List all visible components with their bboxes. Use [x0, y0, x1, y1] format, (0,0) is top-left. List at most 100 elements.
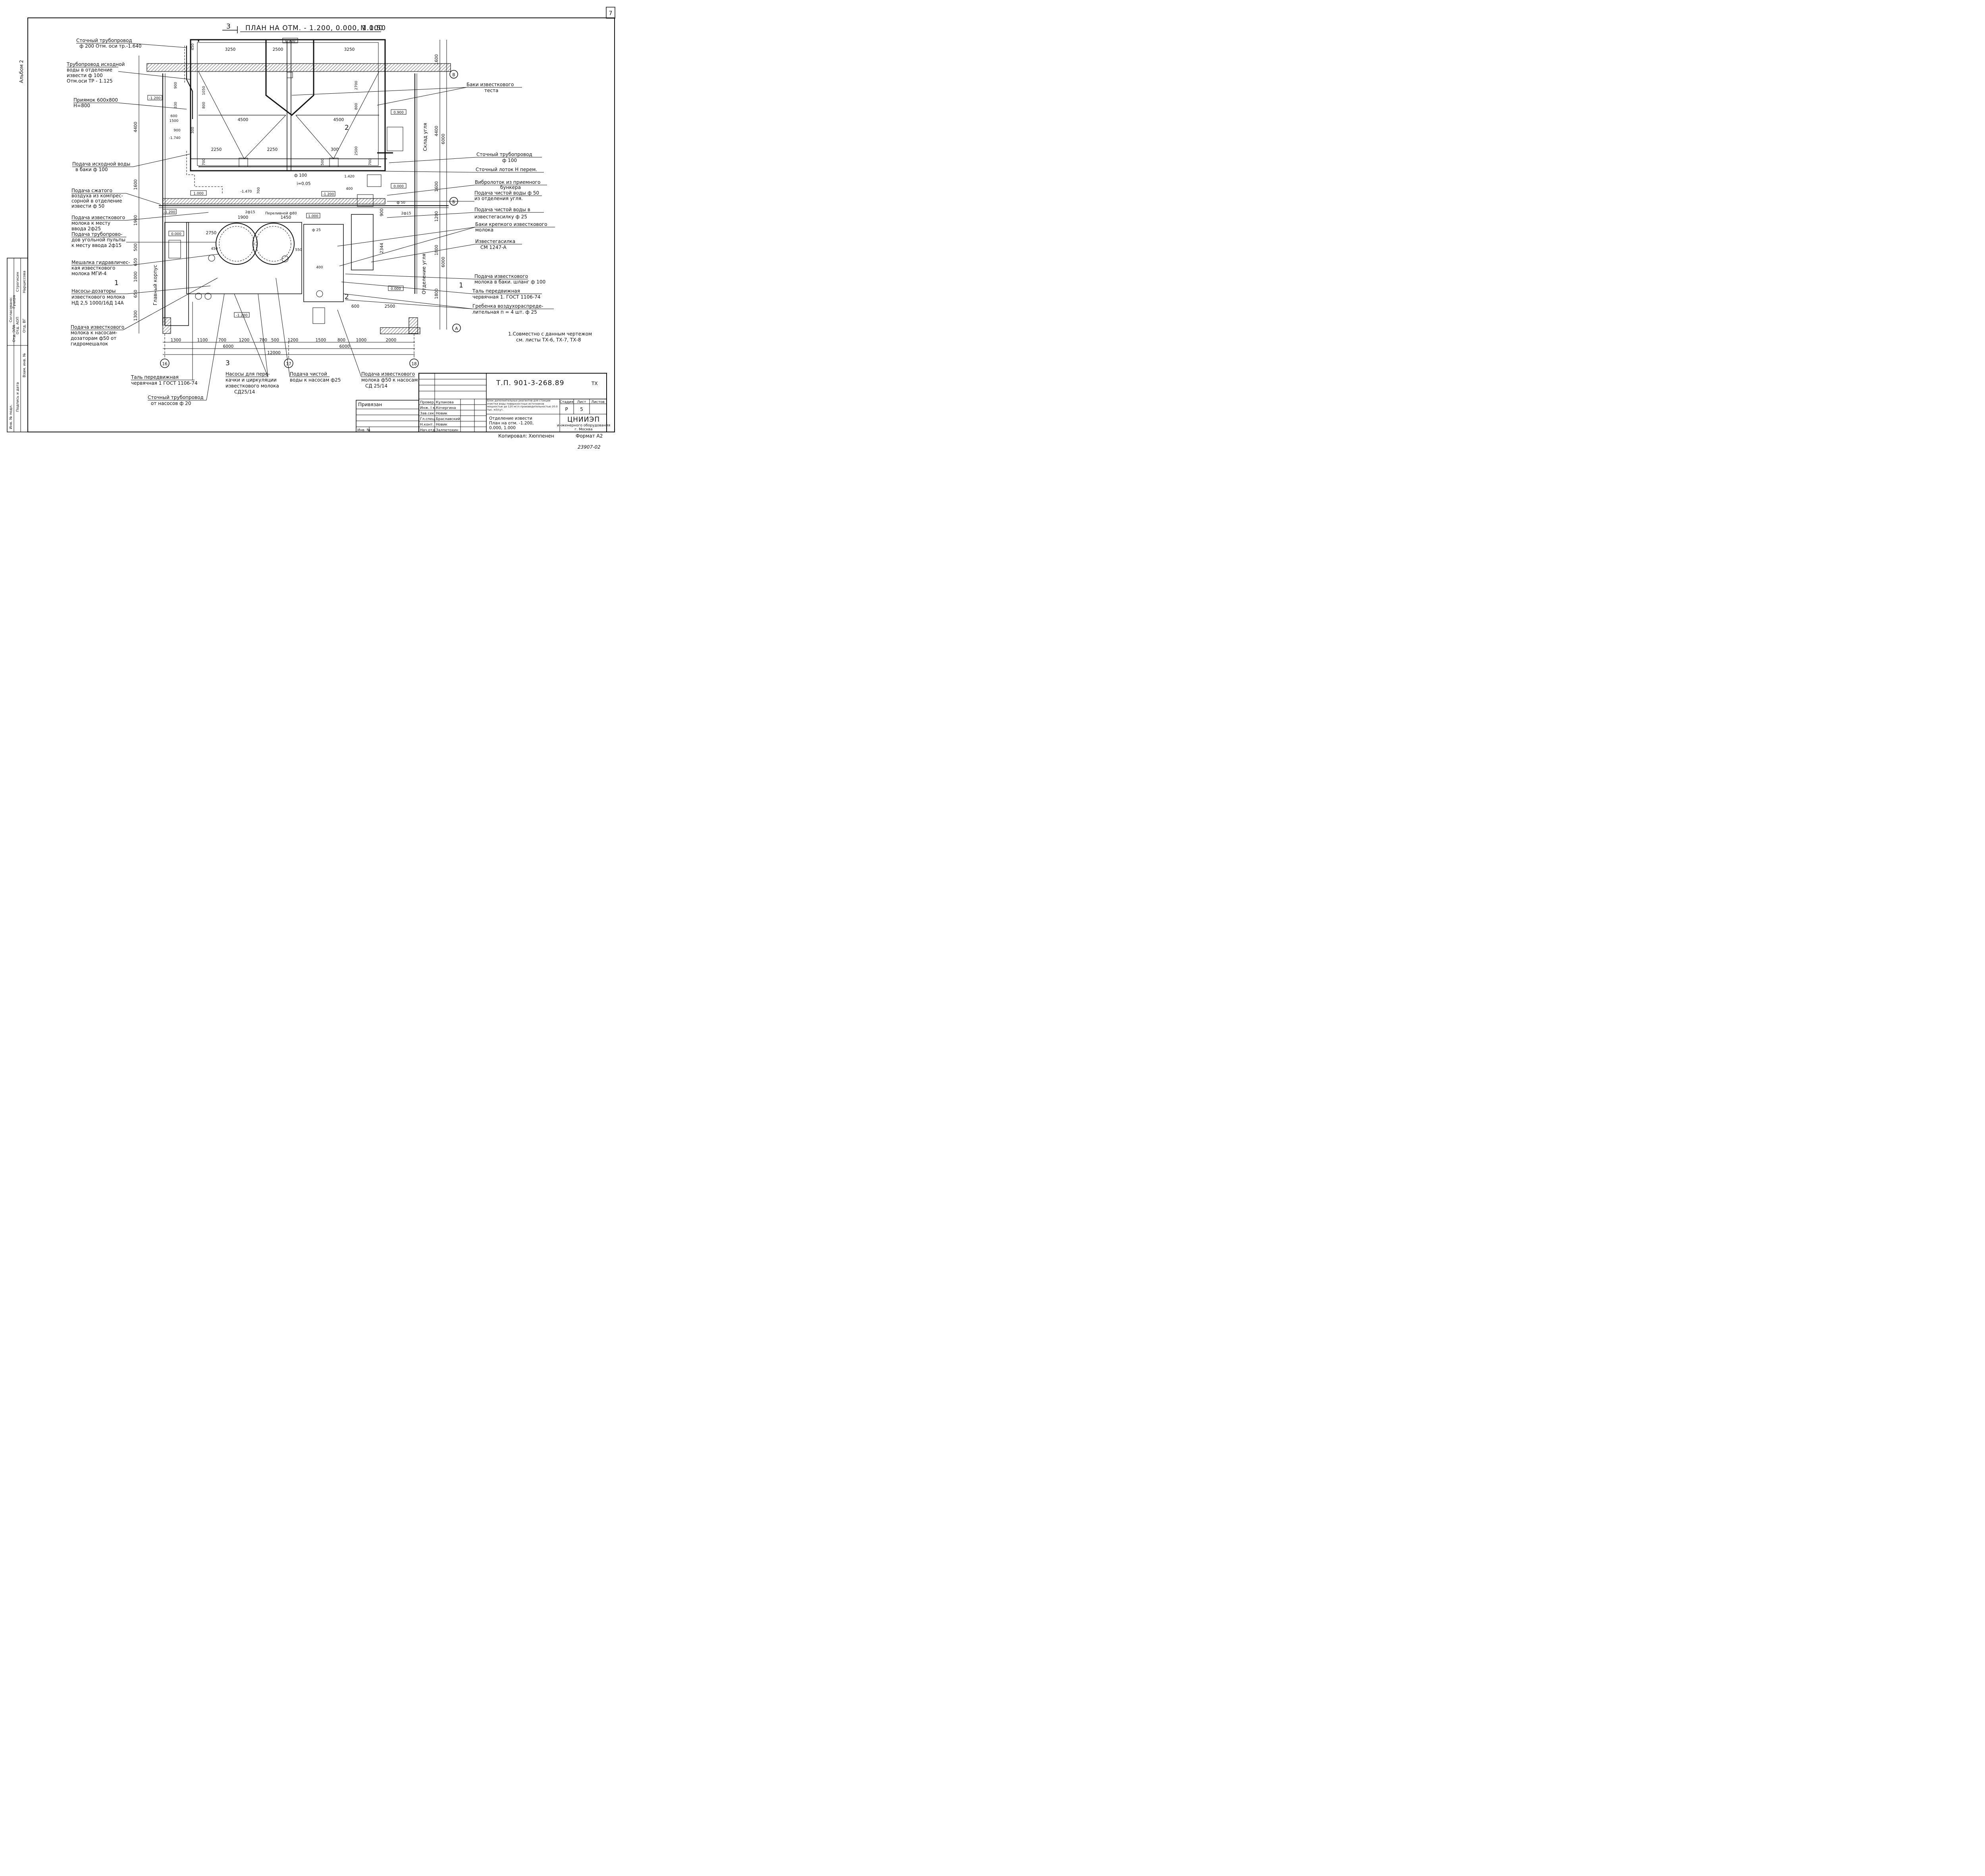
callout-line: известкового молока — [71, 294, 125, 300]
level-mark: -1.200 — [149, 96, 160, 100]
dim-text: 600 — [170, 114, 177, 118]
dim-text: 700 — [259, 338, 267, 343]
callout-line: в баки ф 100 — [75, 167, 108, 172]
callout-line: Подача чистой воды в — [474, 207, 530, 212]
dim-text: 1600 — [434, 181, 439, 192]
podpis-data-label: Подпись и дата — [16, 382, 20, 412]
axis-v: В — [452, 73, 455, 77]
sheet-value: 5 — [580, 407, 583, 412]
axis-markers: В Б А 16 17 18 — [160, 70, 461, 368]
dim-text: 1000 — [356, 338, 367, 343]
dim-text: 700 — [218, 338, 226, 343]
dim-text: 4500 — [238, 118, 249, 122]
role: Нач.отд. — [420, 428, 436, 432]
callout-line: Насосы для пере- — [225, 371, 270, 377]
callout-line: Отм.оси ТР - 1.125 — [67, 78, 113, 84]
approval-name: Гуцера — [12, 295, 16, 308]
dim-text: 4400 — [434, 126, 439, 137]
callout-line: теста — [484, 88, 498, 93]
dim-text: 3250 — [344, 47, 355, 52]
callout-line: воды в отделение — [67, 67, 112, 73]
callout-line: гидромешалок — [71, 341, 108, 347]
callout-bottom-5: Сточный трубопровод от насосов ф 20 — [148, 293, 225, 406]
callout-right-8: Известегасилка СМ 1247-А — [371, 239, 522, 262]
section-mark-3-bottom: 3 — [225, 359, 230, 367]
callout-line: бункера — [500, 185, 521, 190]
section-mark-2-bottom: 2 — [345, 293, 349, 301]
callout-line: молока к месту — [71, 220, 110, 226]
stage-header: Стадия — [560, 400, 574, 404]
callout-bottom-1: Таль передвижная червячная 1 ГОСТ 1106-7… — [131, 302, 198, 386]
callout-line: молока — [475, 227, 493, 233]
callout-line: из отделения угля. — [474, 196, 523, 201]
callout-line: червячная 1 ГОСТ 1106-74 — [131, 380, 198, 386]
level-mark: 1.420 — [344, 175, 355, 179]
callout-line: Подача сжатого — [71, 188, 112, 193]
callout-left-5: Подача сжатого воздуха из компрес- сорно… — [71, 188, 161, 209]
approval-dept: Отд. ЭЛА — [12, 324, 16, 342]
room-coal-dept: Отделение угля — [421, 254, 427, 294]
callout-left-7: Подача трубопрово- дов угольной пульпы к… — [71, 231, 216, 248]
title-scale: М 1:50 — [360, 24, 386, 32]
callout-left-6: Подача известкового молока к месту ввода… — [71, 212, 209, 231]
dim-text: 6000 — [441, 257, 446, 268]
dim-text: 6000 — [339, 344, 350, 349]
dim-text: 1600 — [133, 179, 138, 190]
dim-text: 1800 — [434, 289, 439, 299]
dim-text: 1900 — [238, 215, 249, 220]
copied-by: Копировал: Хюппенен — [498, 433, 554, 439]
plan-title: 3 ПЛАН НА ОТМ. - 1.200, 0.000, 1.000 М 1… — [222, 23, 386, 33]
callout-line: Сточный трубопровод — [148, 395, 204, 400]
callout-bottom-2: Насосы для пере- качки и циркуляции изве… — [225, 293, 279, 395]
dim-text: 650 — [133, 258, 138, 266]
callout-line: известкового молока — [225, 383, 279, 389]
sheet-frame — [27, 17, 615, 432]
callout-right-11: Гребенка воздухораспреде- лительная п = … — [343, 293, 554, 315]
pipelines — [159, 46, 449, 326]
tank-dimensions: 3250 2500 3250 4500 4500 2250 2250 300 — [211, 47, 355, 152]
axis-16: 16 — [162, 362, 168, 366]
callout-line: Н=800 — [73, 103, 90, 108]
right-dimensions: 1600 4400 6000 1600 1200 1800 1800 6000 — [434, 40, 447, 330]
approval-dept: Отд. ВГ — [23, 318, 27, 333]
dim-text: 800 — [355, 103, 358, 110]
role-name: Залпетохин — [436, 428, 458, 432]
page-number-box — [606, 7, 615, 19]
privyazan-label: Привязан — [358, 402, 382, 407]
role-name: Новик — [436, 423, 447, 427]
dim-text: 700 — [368, 158, 372, 165]
level-mark: 1.000 — [193, 192, 204, 196]
dim-text: 450 — [191, 43, 195, 50]
callout-line: СМ 1247-А — [480, 245, 507, 250]
level-mark: -1.200 — [322, 193, 334, 197]
callout-line: от насосов ф 20 — [151, 401, 191, 406]
dim-text: 1500 — [170, 119, 179, 123]
note-line-2: см. листы ТХ-6, ТХ-7, ТХ-8 — [516, 337, 581, 343]
dim-text: 400 — [316, 266, 323, 270]
hydraulic-mixers — [195, 223, 323, 300]
callout-line: молока к насосам- — [71, 330, 117, 335]
dim-text: 4500 — [333, 118, 344, 122]
dim-text: 1500 — [316, 338, 326, 343]
role: Зав.сек. — [420, 412, 435, 416]
inv-label: Инв. № — [357, 428, 370, 432]
misc-dimensions: 450 1050 800 2700 800 2500 900 330 600 1… — [170, 43, 411, 309]
dim-text: 400 — [346, 187, 353, 191]
callout-bottom-3: Подача чистой воды к насосам ф25 — [276, 278, 341, 383]
callout-right-6: Подача чистой воды в известегасилку ф 25 — [387, 207, 544, 220]
sheet-title-2: План на отм. -1.200, — [489, 421, 534, 426]
callout-line: сорной в отделение — [71, 198, 122, 204]
dim-text: 6000 — [223, 344, 234, 349]
walls — [146, 63, 451, 334]
role: Инж. I к. — [420, 406, 436, 410]
callout-line: ф 100 — [502, 158, 517, 163]
dim-text: 900 — [173, 129, 180, 133]
dim-text: 300 — [191, 127, 195, 133]
callout-left-1: Сточный трубопровод ф 200 Отм. оси тр.-1… — [76, 38, 187, 49]
callout-line: Подача чистой — [290, 371, 327, 377]
right-callouts: Баки известкового теста Сточный трубопро… — [291, 82, 555, 315]
dim-text: ф 100 — [294, 173, 307, 178]
dim-text: 700 — [257, 187, 261, 194]
callout-line: Подача исходной воды — [72, 161, 130, 167]
callout-line: Подача известкового — [361, 371, 415, 377]
